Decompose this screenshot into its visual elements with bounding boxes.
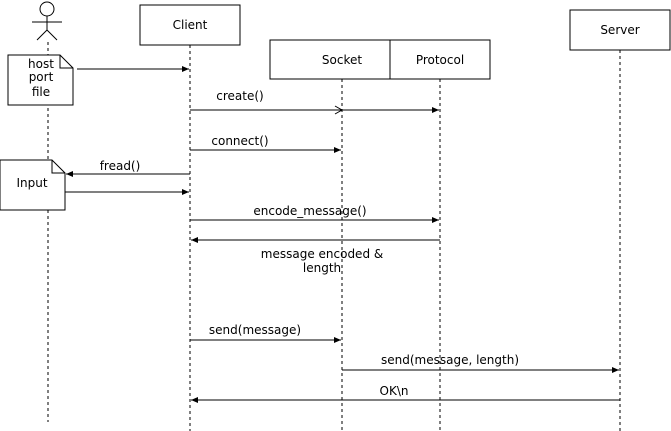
socket-participant: Socket	[269, 39, 391, 80]
protocol-label: Protocol	[416, 53, 464, 67]
ok-label: OK\n	[380, 384, 409, 398]
create-label: create()	[216, 89, 263, 103]
user-actor-icon	[32, 1, 62, 41]
protocol-participant: Protocol	[389, 39, 491, 80]
connect-label: connect()	[211, 134, 268, 148]
input-note-text: Input	[16, 176, 47, 190]
note-file-text: file	[32, 85, 50, 99]
create-socket-arrowhead-icon	[334, 105, 344, 115]
encode-message-label: encode_message()	[253, 204, 366, 218]
send-message-label: send(message)	[209, 323, 301, 337]
server-participant: Server	[569, 9, 671, 51]
fread-label: fread()	[100, 159, 141, 173]
host-port-file-note: host port file	[7, 54, 74, 106]
message-encoded-label-line1: message encoded &	[261, 247, 383, 261]
socket-label: Socket	[322, 53, 362, 67]
note-host-text: host	[28, 57, 54, 71]
client-participant: Client	[139, 4, 241, 46]
server-label: Server	[600, 23, 639, 37]
note-port-text: port	[29, 70, 54, 84]
message-encoded-label-line2: length	[303, 261, 341, 275]
client-label: Client	[173, 18, 208, 32]
input-note: Input	[0, 159, 66, 211]
send-message-length-label: send(message, length)	[381, 353, 519, 367]
